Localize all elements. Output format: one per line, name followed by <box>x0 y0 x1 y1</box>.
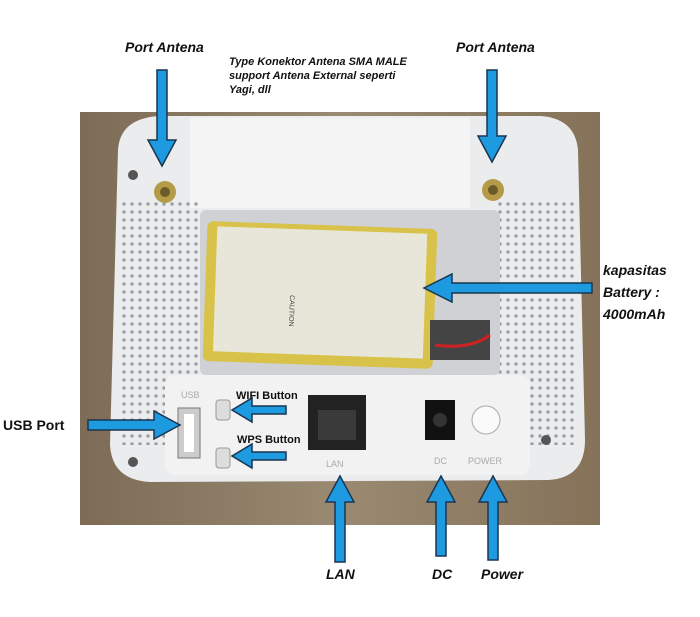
arrow-battery <box>422 272 593 304</box>
label-antenna-right: Port Antena <box>456 39 535 55</box>
wps-button <box>215 447 231 469</box>
dc-print: DC <box>434 456 447 466</box>
label-power: Power <box>481 566 524 582</box>
arrow-antenna-right <box>476 69 508 164</box>
top-panel <box>190 118 470 208</box>
battery-caution: CAUTION <box>287 295 295 327</box>
wifi-button <box>215 399 231 421</box>
lan-print: LAN <box>326 459 344 469</box>
power-print: POWER <box>468 456 503 466</box>
arrow-lan <box>324 474 356 563</box>
label-dc: DC <box>432 566 453 582</box>
arrow-antenna-left <box>146 69 178 168</box>
battery-label <box>212 226 428 359</box>
label-wifi: WIFI Button <box>236 390 298 402</box>
label-antenna-left: Port Antena <box>125 39 204 55</box>
arrow-usb <box>87 409 182 441</box>
usb-print: USB <box>181 390 200 400</box>
arrow-wifi <box>230 396 287 424</box>
arrow-dc <box>425 474 457 557</box>
arrow-power <box>477 474 509 561</box>
arrow-wps <box>230 442 287 470</box>
label-antenna-note: Type Konektor Antena SMA MALE support An… <box>229 56 407 96</box>
label-battery: kapasitas Battery : 4000mAh <box>603 262 667 322</box>
annotation-arrows <box>87 69 593 563</box>
label-wps: WPS Button <box>237 434 301 446</box>
label-lan: LAN <box>326 566 355 582</box>
power-button <box>471 405 501 435</box>
label-usb: USB Port <box>3 417 65 433</box>
